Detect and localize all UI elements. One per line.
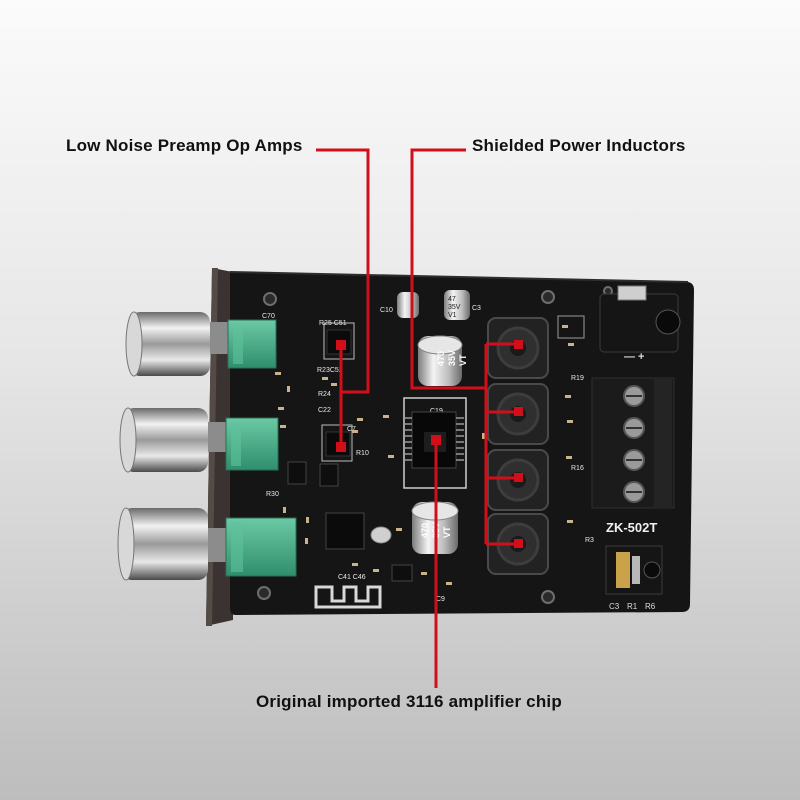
callout-dot: [514, 340, 523, 548]
svg-text:R10: R10: [356, 450, 369, 457]
svg-text:C9: C9: [436, 596, 445, 603]
svg-text:C10: C10: [380, 307, 393, 314]
svg-text:R16: R16: [571, 465, 584, 472]
dc-power-jack: — +: [599, 285, 681, 363]
small-cap-series: V1: [448, 312, 457, 319]
svg-text:— +: — +: [624, 351, 644, 363]
small-cap-value: 47: [448, 296, 456, 303]
capacitor-series-text: VT: [458, 354, 468, 366]
svg-text:C41 C46: C41 C46: [338, 574, 366, 581]
svg-text:C22: C22: [318, 407, 331, 414]
svg-text:R19: R19: [571, 375, 584, 382]
potentiometer: [225, 319, 297, 577]
small-cap-voltage: 35V: [448, 304, 461, 311]
audio-jack: [605, 545, 663, 595]
jack-label-2: R1: [627, 602, 638, 611]
svg-text:R24: R24: [318, 391, 331, 398]
pcb-board: R25 C51 R23C52 R24 C22 C70 R7 R30 C19 C4…: [229, 271, 694, 615]
callout-line-inductors: [410, 148, 518, 546]
callout-label-chip: Original imported 3116 amplifier chip: [256, 692, 562, 711]
callout-dot: [336, 340, 346, 452]
knob-bottom[interactable]: [117, 507, 238, 581]
svg-text:C7: C7: [347, 426, 356, 433]
callout-label-preamp: Low Noise Preamp Op Amps: [66, 136, 303, 155]
svg-text:R30: R30: [266, 491, 279, 498]
capacitor2-value-text: 470: [420, 523, 430, 538]
capacitor-value-text: 470: [436, 351, 446, 366]
screw-terminal: [591, 377, 675, 509]
capacitor2-series-text: VT: [442, 526, 452, 538]
jack-label-3: R6: [645, 602, 656, 611]
jack-label-1: C3: [609, 602, 620, 611]
callout-line-preamp: [316, 148, 370, 447]
svg-text:R3: R3: [585, 537, 594, 544]
svg-text:R23C52: R23C52: [317, 367, 343, 374]
svg-text:C3: C3: [472, 305, 481, 312]
callout-label-inductors: Shielded Power Inductors: [472, 136, 686, 155]
svg-text:R25 C51: R25 C51: [319, 320, 347, 327]
model-label: ZK-502T: [606, 520, 657, 535]
callout-dot: [431, 435, 441, 445]
capacitor-voltage-text: 35V: [447, 350, 457, 366]
knob-middle[interactable]: [119, 407, 238, 473]
svg-text:C70: C70: [262, 313, 275, 320]
